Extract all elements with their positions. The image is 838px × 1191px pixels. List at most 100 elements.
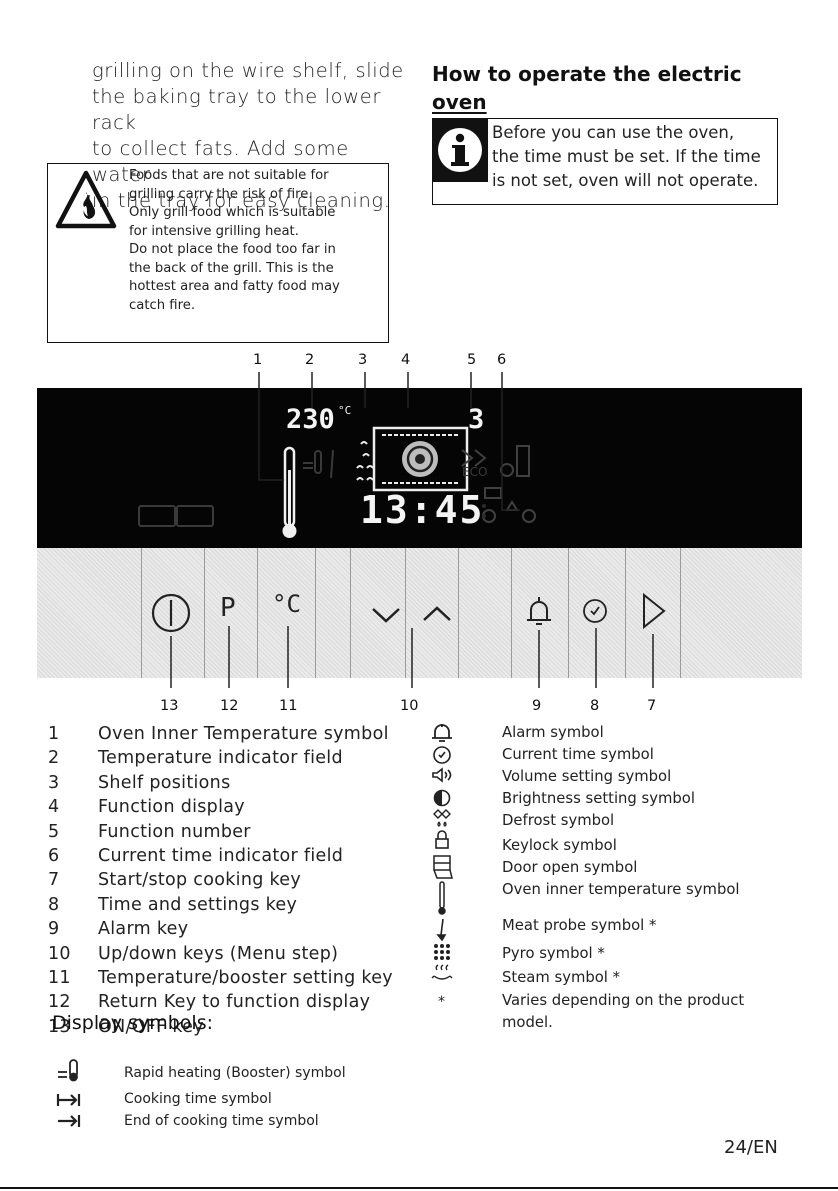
display-symbol-label: Cooking time symbol — [124, 1091, 272, 1107]
key-divider — [350, 548, 352, 678]
warning-line: for intensive grilling heat. — [129, 223, 299, 239]
info-icon — [432, 118, 488, 182]
key-divider — [141, 548, 143, 678]
function-display-icon — [372, 426, 469, 492]
section-title-line: oven — [432, 90, 487, 114]
info-text: Before you can use the oven, the time mu… — [492, 121, 777, 193]
intro-line: in the tray for easy cleaning. — [92, 189, 391, 212]
clock-icon — [433, 746, 451, 764]
display-symbols-heading: Display symbols: — [52, 1012, 213, 1034]
key-divider — [257, 548, 259, 678]
warning-box — [47, 163, 389, 343]
warning-line: the back of the grill. This is the — [129, 260, 334, 276]
chevron-up-icon[interactable] — [421, 604, 453, 624]
play-icon[interactable] — [640, 591, 668, 631]
thermometer-icon — [282, 446, 297, 538]
key-divider — [204, 548, 206, 678]
speaker-icon — [432, 767, 452, 783]
key-divider — [458, 548, 460, 678]
callout-number: 9 — [532, 698, 542, 714]
temperature-readout: 230 — [286, 404, 335, 435]
section-title: How to operate the electric oven — [432, 60, 742, 116]
thermometer-icon — [438, 881, 446, 915]
intro-line: to collect fats. Add some water — [92, 137, 349, 186]
temperature-key[interactable]: °C — [272, 590, 301, 618]
info-line: the time must be set. If the time — [492, 147, 761, 166]
booster-icon — [58, 1059, 78, 1082]
chevron-down-icon[interactable] — [370, 605, 402, 625]
bottom-rule — [0, 1187, 838, 1189]
display-symbol-icons — [56, 1059, 81, 1127]
page-number: 24/EN — [724, 1137, 778, 1158]
time-readout: 13:45 — [360, 488, 485, 532]
defrost-icon — [433, 809, 451, 827]
symbol-label: Alarm symbol — [502, 724, 604, 741]
callout-number: 7 — [647, 698, 657, 714]
end-cooking-time-icon — [58, 1115, 81, 1127]
symbol-label: Steam symbol * — [502, 969, 621, 986]
bell-icon — [432, 724, 452, 742]
brightness-icon — [433, 789, 451, 807]
key-divider — [405, 548, 407, 678]
door-open-icon — [433, 855, 453, 879]
lock-icon — [435, 830, 449, 849]
intro-line: grilling on the wire shelf, slide — [92, 59, 404, 82]
clock-icon[interactable] — [581, 597, 609, 625]
callout-number: 10 — [400, 698, 419, 714]
cooking-time-icon — [56, 1094, 81, 1106]
symbol-label: model. — [502, 1014, 553, 1031]
function-number-readout: 3 — [468, 404, 485, 435]
symbol-label: Pyro symbol * — [502, 945, 605, 962]
key-panel — [37, 548, 802, 678]
key-divider — [568, 548, 570, 678]
warning-line: grilling carry the risk of fire. — [129, 186, 313, 202]
callout-number: 12 — [220, 698, 239, 714]
display-symbol-label: Rapid heating (Booster) symbol — [124, 1065, 346, 1081]
callout-number: 1 — [253, 352, 263, 368]
steam-icon — [431, 964, 453, 980]
callout-number: 5 — [467, 352, 477, 368]
callout-number: 6 — [497, 352, 507, 368]
symbol-label: Meat probe symbol * — [502, 917, 657, 934]
key-divider — [680, 548, 682, 678]
symbol-label: Oven inner temperature symbol — [502, 881, 740, 898]
leader-lines — [170, 372, 654, 688]
power-icon[interactable] — [150, 592, 192, 634]
return-key[interactable]: P — [220, 593, 236, 623]
key-divider — [511, 548, 513, 678]
info-line: Before you can use the oven, — [492, 123, 735, 142]
display-symbol-label: End of cooking time symbol — [124, 1113, 319, 1129]
symbol-label: Brightness setting symbol — [502, 790, 695, 807]
warning-text: Foods that are not suitable for grilling… — [129, 167, 379, 315]
warning-line: Foods that are not suitable for — [129, 168, 329, 183]
fire-warning-icon — [55, 170, 117, 229]
symbol-label: Keylock symbol — [502, 837, 617, 854]
key-divider — [315, 548, 317, 678]
callout-number: 4 — [401, 352, 411, 368]
intro-paragraph: grilling on the wire shelf, slide the ba… — [92, 58, 412, 214]
meat-probe-icon — [436, 918, 447, 942]
callout-number: 2 — [305, 352, 315, 368]
symbol-label: Door open symbol — [502, 859, 638, 876]
callout-number: 3 — [358, 352, 368, 368]
info-line: is not set, oven will not operate. — [492, 171, 759, 190]
warning-line: catch fire. — [129, 297, 196, 313]
temperature-unit: °C — [338, 404, 352, 417]
svg-text:ECO: ECO — [462, 465, 487, 479]
warning-line: Only grill food which is suitable — [129, 205, 336, 220]
section-title-line: How to operate the electric — [432, 62, 742, 86]
symbol-label: Volume setting symbol — [502, 768, 672, 785]
symbol-label: Defrost symbol — [502, 812, 615, 829]
callout-number: 11 — [279, 698, 298, 714]
callout-number: 8 — [590, 698, 600, 714]
asterisk-icon: * — [438, 994, 445, 1010]
key-divider — [625, 548, 627, 678]
callout-number: 13 — [160, 698, 179, 714]
symbol-label: Varies depending on the product — [502, 992, 745, 1009]
symbol-label: Current time symbol — [502, 746, 654, 763]
bell-icon[interactable] — [524, 594, 554, 628]
symbol-icons — [431, 724, 453, 980]
warning-line: Do not place the food too far in — [129, 242, 336, 257]
display-graphics: ECO — [138, 426, 536, 538]
